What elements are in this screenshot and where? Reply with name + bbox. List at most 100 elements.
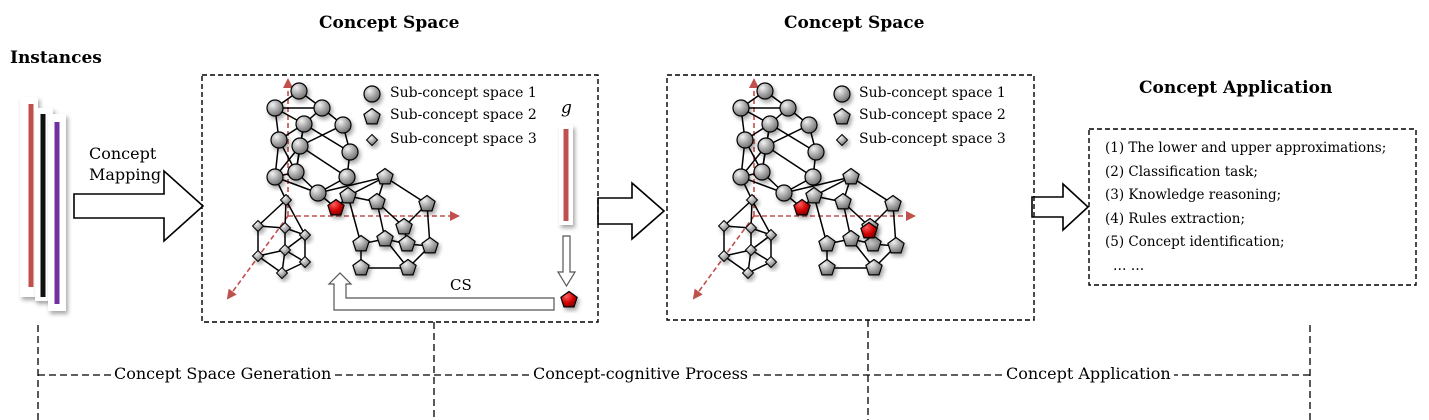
legend-circle-icon (363, 85, 381, 103)
legend-sub2-label-2: Sub-concept space 2 (859, 107, 1006, 123)
sub-concept-3-node (251, 249, 265, 263)
concept-space-box-2 (666, 74, 1035, 321)
sub-concept-1-node (736, 131, 754, 149)
sub-concept-1-node (761, 115, 779, 133)
sub-concept-1-node (309, 184, 327, 202)
sub-concept-1-node (270, 131, 288, 149)
sub-concept-2-node (352, 234, 370, 252)
application-arrow (1031, 182, 1090, 232)
sub-concept-3-node (744, 221, 758, 235)
sub-concept-2-node (376, 229, 394, 247)
cognitive-arrow (597, 181, 666, 241)
concept-mapping-arrow (73, 169, 205, 243)
sub-concept-1-node (732, 99, 750, 117)
sub-concept-3-node (298, 255, 312, 269)
sub-concept-2-node (887, 236, 905, 254)
sub-concept-1-node (804, 168, 822, 186)
sub-concept-2-node (368, 192, 386, 210)
legend-sub1-label-1: Sub-concept space 1 (390, 85, 537, 101)
sub-concept-3-node (275, 266, 289, 280)
sub-concept-1-node (287, 163, 305, 181)
legend-icons (363, 85, 851, 147)
application-item: (1) The lower and upper approximations; (1105, 140, 1387, 156)
sub-concept-3-node (278, 243, 292, 257)
g-label: g (561, 98, 572, 118)
sub-concept-1-node (291, 137, 309, 155)
concept-network-2 (692, 78, 916, 300)
sub-concept-3-node (278, 221, 292, 235)
legend-sub3-label-2: Sub-concept space 3 (859, 131, 1006, 147)
concept-network-1 (226, 78, 578, 308)
sub-concept-1-node (295, 115, 313, 133)
legend-pentagon-icon (833, 107, 851, 125)
g-mapped-node (560, 290, 578, 308)
new-concept-node (327, 198, 345, 216)
sub-concept-1-node (753, 163, 771, 181)
instances-title: Instances (10, 48, 102, 68)
phase-generation-label: Concept Space Generation (111, 364, 335, 383)
sub-concept-2-node (805, 186, 823, 204)
sub-concept-2-node (834, 192, 852, 210)
sub-concept-1-node (334, 116, 352, 134)
application-item: … … (1113, 257, 1145, 274)
sub-concept-2-node (842, 229, 860, 247)
sub-concept-3-node (717, 249, 731, 263)
sub-concept-2-node (865, 258, 883, 276)
sub-concept-2-node (818, 258, 836, 276)
phase-cognitive-label: Concept-cognitive Process (530, 364, 751, 383)
application-list: (1) The lower and upper approximations; … (1105, 137, 1386, 278)
application-box (1088, 128, 1417, 286)
sub-concept-2-node (421, 236, 439, 254)
legend-pentagon-icon (363, 107, 381, 125)
sub-concept-2-node (418, 194, 436, 212)
legend-circle-icon (833, 85, 851, 103)
sub-concept-1-node (779, 99, 797, 117)
sub-concept-3-node (741, 266, 755, 280)
sub-concept-2-node (352, 258, 370, 276)
application-item: (2) Classification task; (1105, 163, 1258, 180)
concept-space-title-2: Concept Space (784, 13, 925, 33)
sub-concept-2-node (395, 217, 413, 235)
sub-concept-3-node (279, 193, 293, 207)
sub-concept-1-node (290, 82, 308, 100)
sub-concept-1-node (757, 137, 775, 155)
concept-mapping-label: Concept Mapping (89, 144, 162, 184)
down-arrow (556, 235, 577, 288)
sub-concept-3-node (745, 193, 759, 207)
sub-concept-2-node (398, 234, 416, 252)
sub-concept-1-node (756, 82, 774, 100)
sub-concept-1-node (341, 143, 359, 161)
sub-concept-2-node (818, 234, 836, 252)
legend-sub1-label-2: Sub-concept space 1 (859, 85, 1006, 101)
sub-concept-2-node (864, 234, 882, 252)
sub-concept-2-node (399, 258, 417, 276)
legend-sub3-label-1: Sub-concept space 3 (390, 131, 537, 147)
moved-concept-node (860, 221, 878, 239)
sub-concept-3-node (764, 255, 778, 269)
sub-concept-2-node (884, 194, 902, 212)
sub-concept-1-node (266, 168, 284, 186)
sub-concept-3-node (764, 228, 778, 242)
sub-concept-1-node (732, 168, 750, 186)
new-concept-node (793, 198, 811, 216)
sub-concept-1-node (266, 99, 284, 117)
cs-return-arrow (327, 272, 555, 311)
g-vector (559, 125, 573, 225)
sub-concept-1-node (800, 116, 818, 134)
application-item: (5) Concept identification; (1105, 234, 1285, 250)
sub-concept-2-node (339, 186, 357, 204)
sub-concept-1-node (313, 99, 331, 117)
application-item: (3) Knowledge reasoning; (1105, 187, 1282, 203)
legend-diamond-icon (365, 133, 379, 147)
application-item: (4) Rules extraction; (1105, 210, 1246, 227)
cs-label: CS (450, 276, 472, 294)
concept-space-box-1 (201, 74, 599, 323)
sub-concept-1-node (338, 168, 356, 186)
legend-diamond-icon (835, 133, 849, 147)
sub-concept-3-node (717, 219, 731, 233)
sub-concept-3-node (744, 243, 758, 257)
legend-sub2-label-1: Sub-concept space 2 (390, 107, 537, 123)
sub-concept-2-node (842, 167, 860, 185)
